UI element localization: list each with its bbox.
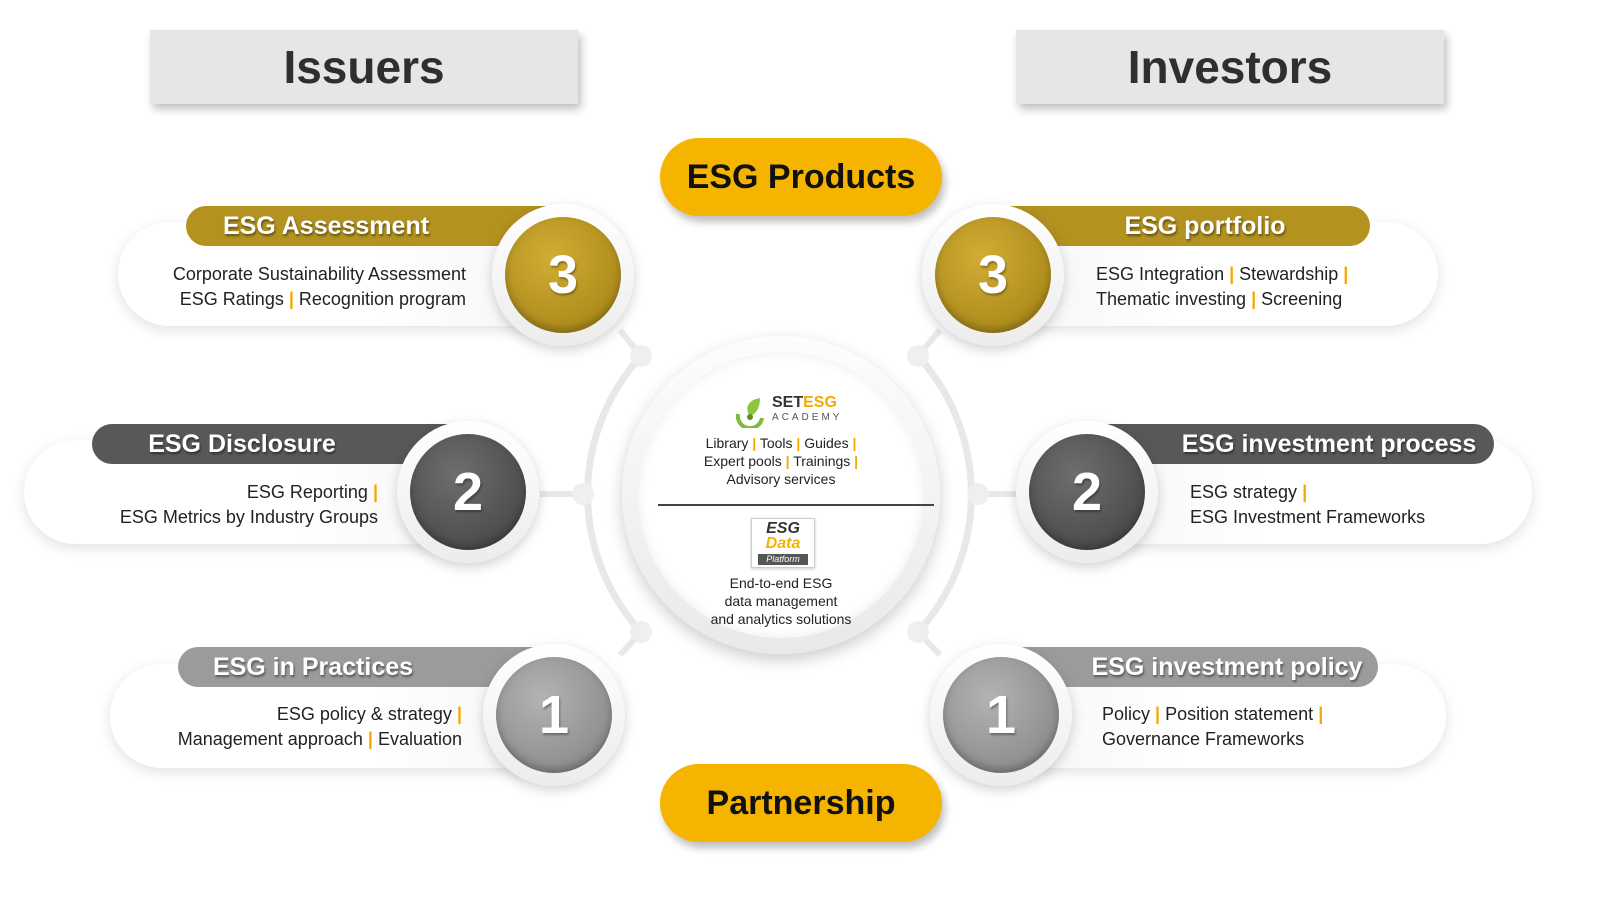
issuer-card-lines: ESG Reporting | ESG Metrics by Industry … (119, 482, 378, 527)
issuer-title-esg-in-practices: ESG in Practices (178, 647, 538, 687)
center-core: SETESG ACADEMY Library | Tools | Guides … (638, 352, 934, 638)
partnership-pill: Partnership (660, 764, 942, 842)
investors-header: Investors (1016, 30, 1444, 104)
connector-node (630, 345, 652, 367)
investor-number-3: 3 (922, 204, 1064, 346)
academy-services: Library | Tools | Guides | Expert pools … (703, 435, 859, 487)
leaf-icon (735, 398, 764, 428)
esg-data-platform-logo: ESG Data Platform (751, 518, 815, 568)
issuer-card-lines: Corporate Sustainability Assessment ESG … (172, 264, 466, 309)
investor-number-2: 2 (1016, 421, 1158, 563)
issuer-title-esg-disclosure: ESG Disclosure (92, 424, 452, 464)
issuer-number-3: 3 (492, 204, 634, 346)
investor-title-esg-investment-policy: ESG investment policy (1016, 647, 1378, 687)
issuer-number-2: 2 (397, 421, 539, 563)
issuers-header: Issuers (150, 30, 578, 104)
issuer-title-esg-assessment: ESG Assessment (186, 206, 546, 246)
data-platform-description: End-to-end ESG data management and analy… (710, 575, 852, 627)
center-divider (658, 504, 934, 506)
center-hub: SETESG ACADEMY Library | Tools | Guides … (622, 336, 940, 654)
investor-card-lines: ESG Integration | Stewardship | Thematic… (1096, 264, 1349, 309)
connector-node (967, 483, 989, 505)
investor-card-lines: ESG strategy | ESG Investment Frameworks (1190, 482, 1426, 527)
esg-products-pill: ESG Products (660, 138, 942, 216)
issuer-number-1: 1 (483, 644, 625, 786)
connector-node (572, 483, 594, 505)
investor-title-esg-portfolio: ESG portfolio (1010, 206, 1370, 246)
investor-number-1: 1 (930, 644, 1072, 786)
investor-card-lines: Policy | Position statement | Governance… (1102, 704, 1324, 749)
set-esg-academy-logo: SETESG ACADEMY (734, 394, 854, 430)
connector-node (907, 345, 929, 367)
issuer-card-lines: ESG policy & strategy | Management appro… (177, 704, 462, 749)
connector-node (630, 621, 652, 643)
connector-node (907, 621, 929, 643)
investor-title-esg-investment-process: ESG investment process (1100, 424, 1494, 464)
